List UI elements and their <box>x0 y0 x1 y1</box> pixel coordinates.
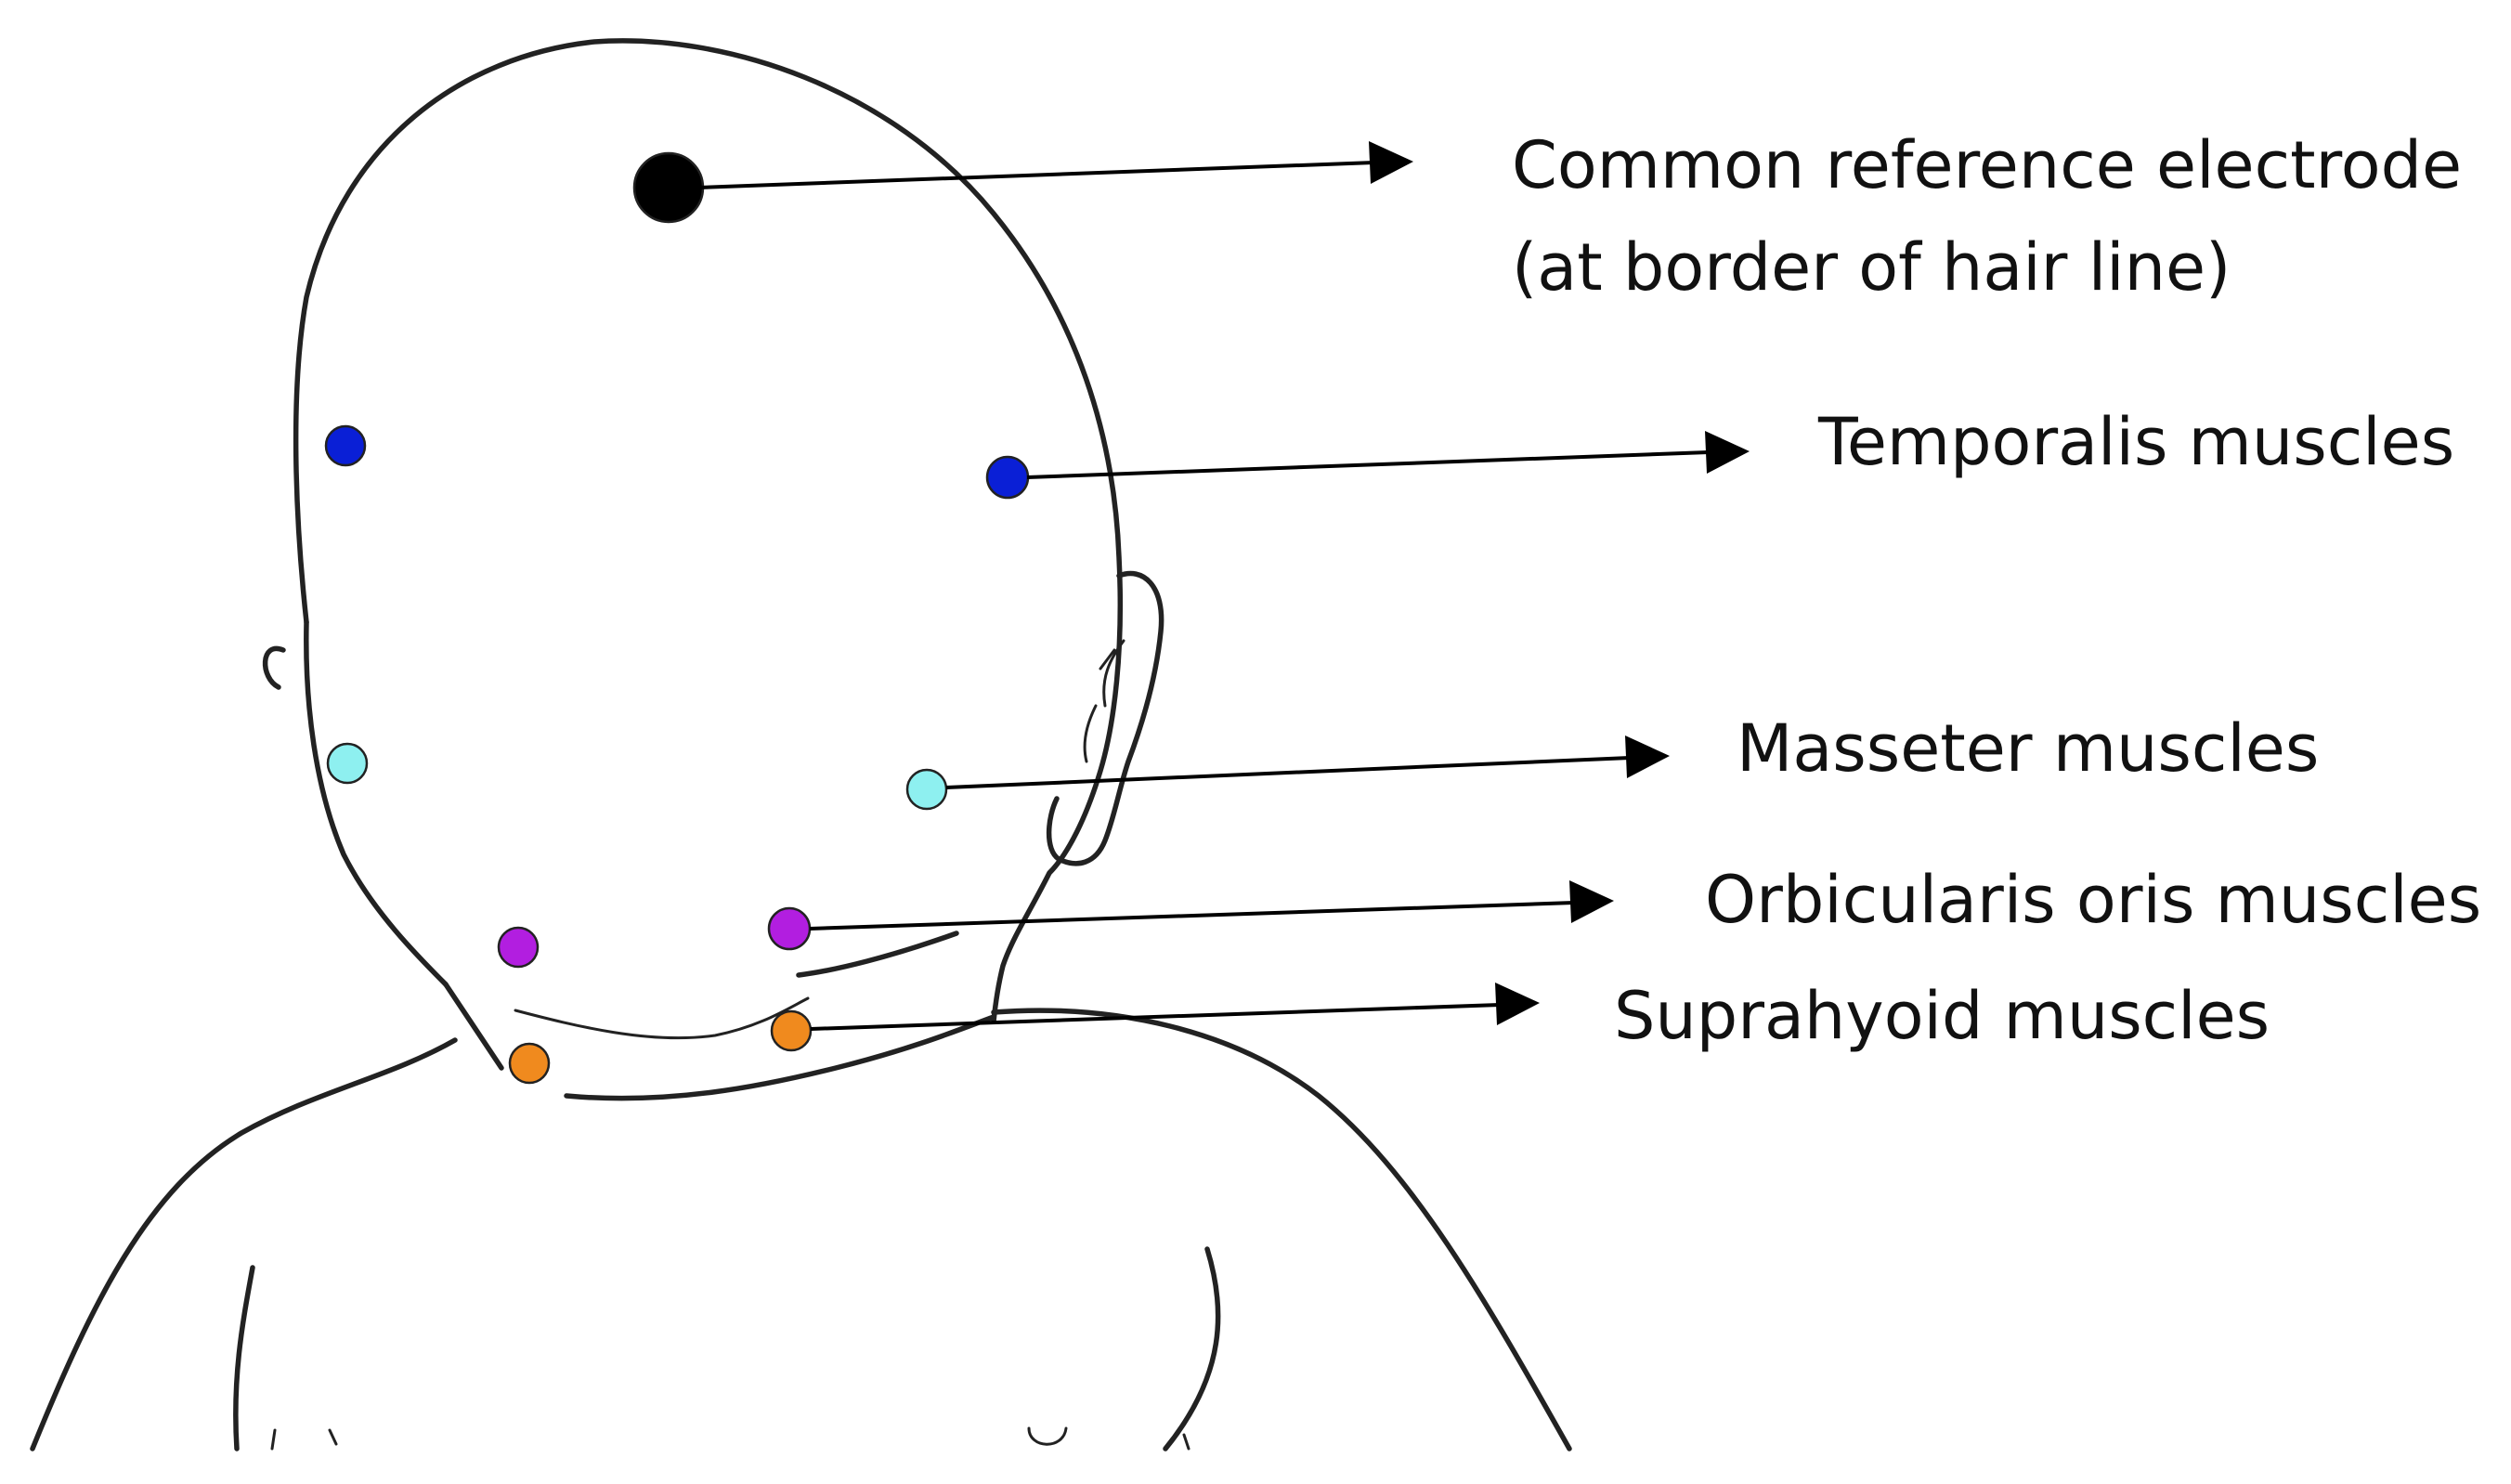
face-outline <box>304 619 449 987</box>
reference-leader <box>697 161 1375 189</box>
torso-mark-left <box>270 1428 338 1451</box>
temporalis-electrode-right <box>985 455 1030 500</box>
temporalis-leader <box>1026 450 1710 479</box>
neck-left <box>443 982 504 1071</box>
right-arm-line <box>1163 1246 1221 1451</box>
left-ear <box>262 645 286 690</box>
masseter-leader <box>945 756 1631 789</box>
neck-crease-lower <box>564 1014 996 1101</box>
temporalis-label: Temporalis muscles <box>1817 404 2454 480</box>
orbicularis-label: Orbicularis oris muscles <box>1705 862 2481 938</box>
masseter-electrode-left <box>326 742 369 785</box>
suprahyoid-arrowhead <box>1495 983 1540 1025</box>
orbicularis-electrode-left <box>497 926 540 969</box>
right-ear <box>1046 570 1164 866</box>
masseter-electrode-right <box>905 768 948 811</box>
suprahyoid-leader <box>810 1003 1501 1031</box>
reference-electrode <box>632 151 705 224</box>
right-shoulder <box>991 1008 1572 1451</box>
chin-line <box>796 931 959 978</box>
right-ear-inner <box>1083 639 1125 763</box>
suprahyoid-electrode-right <box>770 1009 813 1052</box>
neck-crease-upper <box>514 996 810 1040</box>
masseter-arrowhead <box>1625 735 1670 778</box>
orbicularis-arrowhead <box>1569 880 1614 923</box>
electrodes <box>324 151 1030 1085</box>
left-arm-line <box>233 1265 255 1451</box>
reference-label-line2: (at border of hair line) <box>1512 229 2231 306</box>
reference-label-line1: Common reference electrode <box>1512 127 2462 203</box>
head-outline <box>293 38 1124 1024</box>
suprahyoid-electrode-left <box>508 1042 551 1085</box>
reference-arrowhead <box>1369 141 1413 184</box>
temporalis-arrowhead <box>1705 431 1750 474</box>
temporalis-electrode-left <box>324 424 367 467</box>
infant-illustration <box>30 38 1572 1451</box>
navel-mark <box>1027 1426 1068 1446</box>
suprahyoid-label: Suprahyoid muscles <box>1614 978 2270 1054</box>
labels: Common reference electrode (at border of… <box>1512 127 2481 1054</box>
orbicularis-leader <box>809 901 1575 931</box>
torso-mark-right <box>1182 1433 1190 1451</box>
leader-lines <box>697 141 1750 1031</box>
masseter-label: Masseter muscles <box>1737 710 2319 787</box>
left-shoulder <box>30 1037 458 1451</box>
orbicularis-electrode-right <box>767 906 812 951</box>
